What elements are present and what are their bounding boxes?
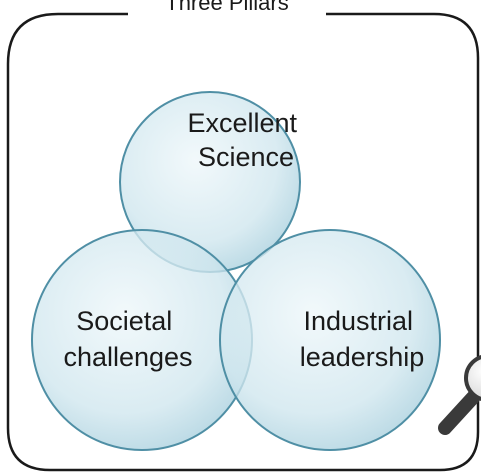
excellent-science-line-1: Excellent <box>187 108 297 138</box>
societal-challenges-label: Societal challenges <box>63 306 192 372</box>
pillar-circles <box>31 91 441 451</box>
excellent-science-label: Excellent Science <box>187 108 304 172</box>
frame-title: Three Pillars <box>165 0 288 15</box>
societal-challenges-line-2: challenges <box>63 342 192 372</box>
industrial-leadership-line-1: Industrial <box>303 306 413 336</box>
frame-border <box>6 12 480 472</box>
industrial-leadership-circle <box>219 229 441 451</box>
excellent-science-line-2: Science <box>198 142 294 172</box>
industrial-leadership-label: Industrial leadership <box>300 306 425 372</box>
magnifier-icon[interactable] <box>438 355 481 435</box>
societal-challenges-line-1: Societal <box>76 306 172 336</box>
industrial-leadership-line-2: leadership <box>300 342 425 372</box>
